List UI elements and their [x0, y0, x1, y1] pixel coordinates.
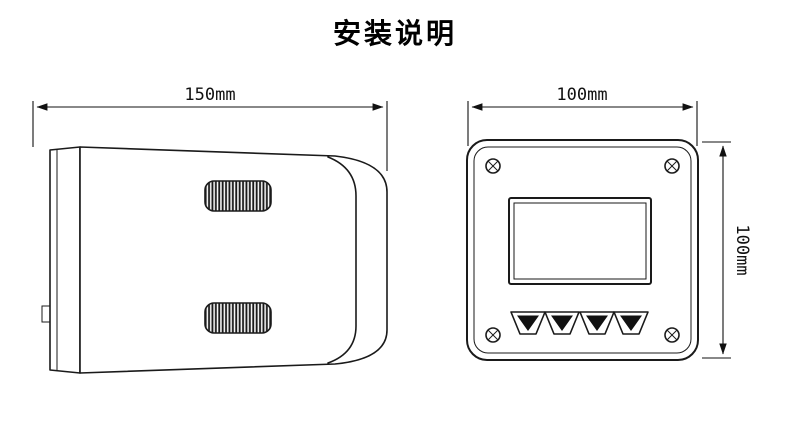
- display-inner: [513, 202, 647, 280]
- panel-inner-outline: [473, 146, 692, 354]
- corner-screw-top-right: [664, 158, 680, 174]
- front-view-drawing: 100mm 100mm: [466, 85, 752, 361]
- front-bezel-contour: [327, 156, 357, 364]
- button-row: [510, 311, 649, 335]
- body-outline: [79, 146, 388, 374]
- display-outer: [508, 197, 652, 285]
- nav-button-2: [544, 311, 580, 335]
- side-view-drawing: 150mm: [32, 85, 388, 374]
- display-screen: [508, 197, 652, 285]
- front-view-width-dimension: 100mm: [467, 85, 698, 146]
- corner-screw-bottom-right: [664, 327, 680, 343]
- vent-grille-top: [204, 180, 272, 212]
- triangle-down-icon: [517, 315, 539, 331]
- page-title: 安装说明: [332, 17, 457, 50]
- nav-button-3: [579, 311, 615, 335]
- device-body: [79, 146, 388, 374]
- vent-grille-bottom: [204, 302, 272, 334]
- triangle-down-icon: [620, 315, 642, 331]
- corner-screw-top-left: [485, 158, 501, 174]
- flange-outline: [49, 146, 81, 374]
- nav-button-1: [510, 311, 546, 335]
- front-view-height-label: 100mm: [732, 224, 752, 275]
- side-view-width-label: 150mm: [184, 85, 235, 105]
- front-view-width-label: 100mm: [556, 85, 607, 105]
- triangle-down-icon: [586, 315, 608, 331]
- mounting-flange: [41, 146, 81, 374]
- side-view-width-dimension: 150mm: [32, 85, 388, 171]
- nav-button-4: [613, 311, 649, 335]
- triangle-down-icon: [551, 315, 573, 331]
- corner-screw-bottom-left: [485, 327, 501, 343]
- front-view-height-dimension: 100mm: [702, 141, 752, 359]
